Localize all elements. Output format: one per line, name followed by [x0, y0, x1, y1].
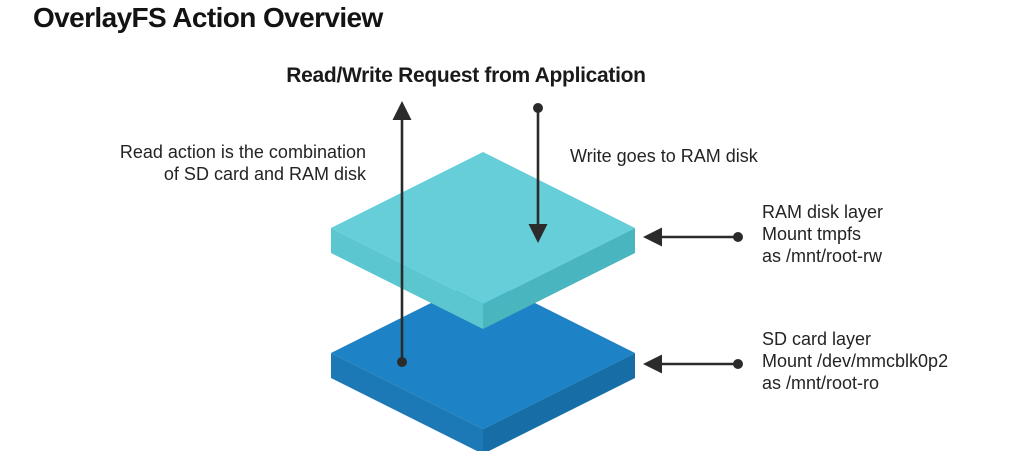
sd-layer-right-face	[483, 353, 635, 451]
request-heading: Read/Write Request from Application	[286, 64, 646, 87]
sd-label-line3: as /mnt/root-ro	[762, 373, 880, 393]
write-arrow-head-icon	[528, 224, 548, 243]
sd-layer-pointer-arrow	[643, 354, 743, 374]
read-action-note: Read action is the combination of SD car…	[84, 141, 366, 185]
read-note-line1: Read action is the combination	[119, 142, 366, 162]
ram-label-line3: as /mnt/root-rw	[762, 246, 883, 266]
sd-pointer-head-icon	[643, 354, 662, 374]
ram-pointer-head-icon	[643, 227, 662, 247]
ram-label-line2: Mount tmpfs	[762, 224, 862, 244]
ram-layer-right-face	[483, 228, 635, 329]
sd-layer-left-face	[331, 353, 483, 451]
sd-layer-label: SD card layer Mount /dev/mmcblk0p2 as /m…	[762, 328, 948, 394]
sd-layer-top-face	[331, 277, 635, 429]
write-arrow	[528, 103, 548, 243]
sd-card-layer-slab	[331, 277, 635, 451]
ram-layer-label: RAM disk layer Mount tmpfs as /mnt/root-…	[762, 201, 883, 267]
sd-label-line2: Mount /dev/mmcblk0p2	[762, 351, 949, 371]
write-action-note: Write goes to RAM disk	[570, 146, 758, 166]
ram-layer-pointer-arrow	[643, 227, 743, 247]
page-title: OverlayFS Action Overview	[33, 2, 383, 33]
ram-disk-layer-slab	[331, 152, 635, 329]
sd-label-line1: SD card layer	[762, 329, 872, 349]
ram-layer-top-face	[331, 152, 635, 304]
read-note-line2: of SD card and RAM disk	[163, 164, 366, 184]
ram-label-line1: RAM disk layer	[762, 202, 884, 222]
read-arrow-origin-dot	[397, 357, 407, 367]
read-arrow-head-icon	[392, 101, 412, 120]
read-arrow	[392, 101, 412, 367]
ram-layer-left-face	[331, 228, 483, 329]
